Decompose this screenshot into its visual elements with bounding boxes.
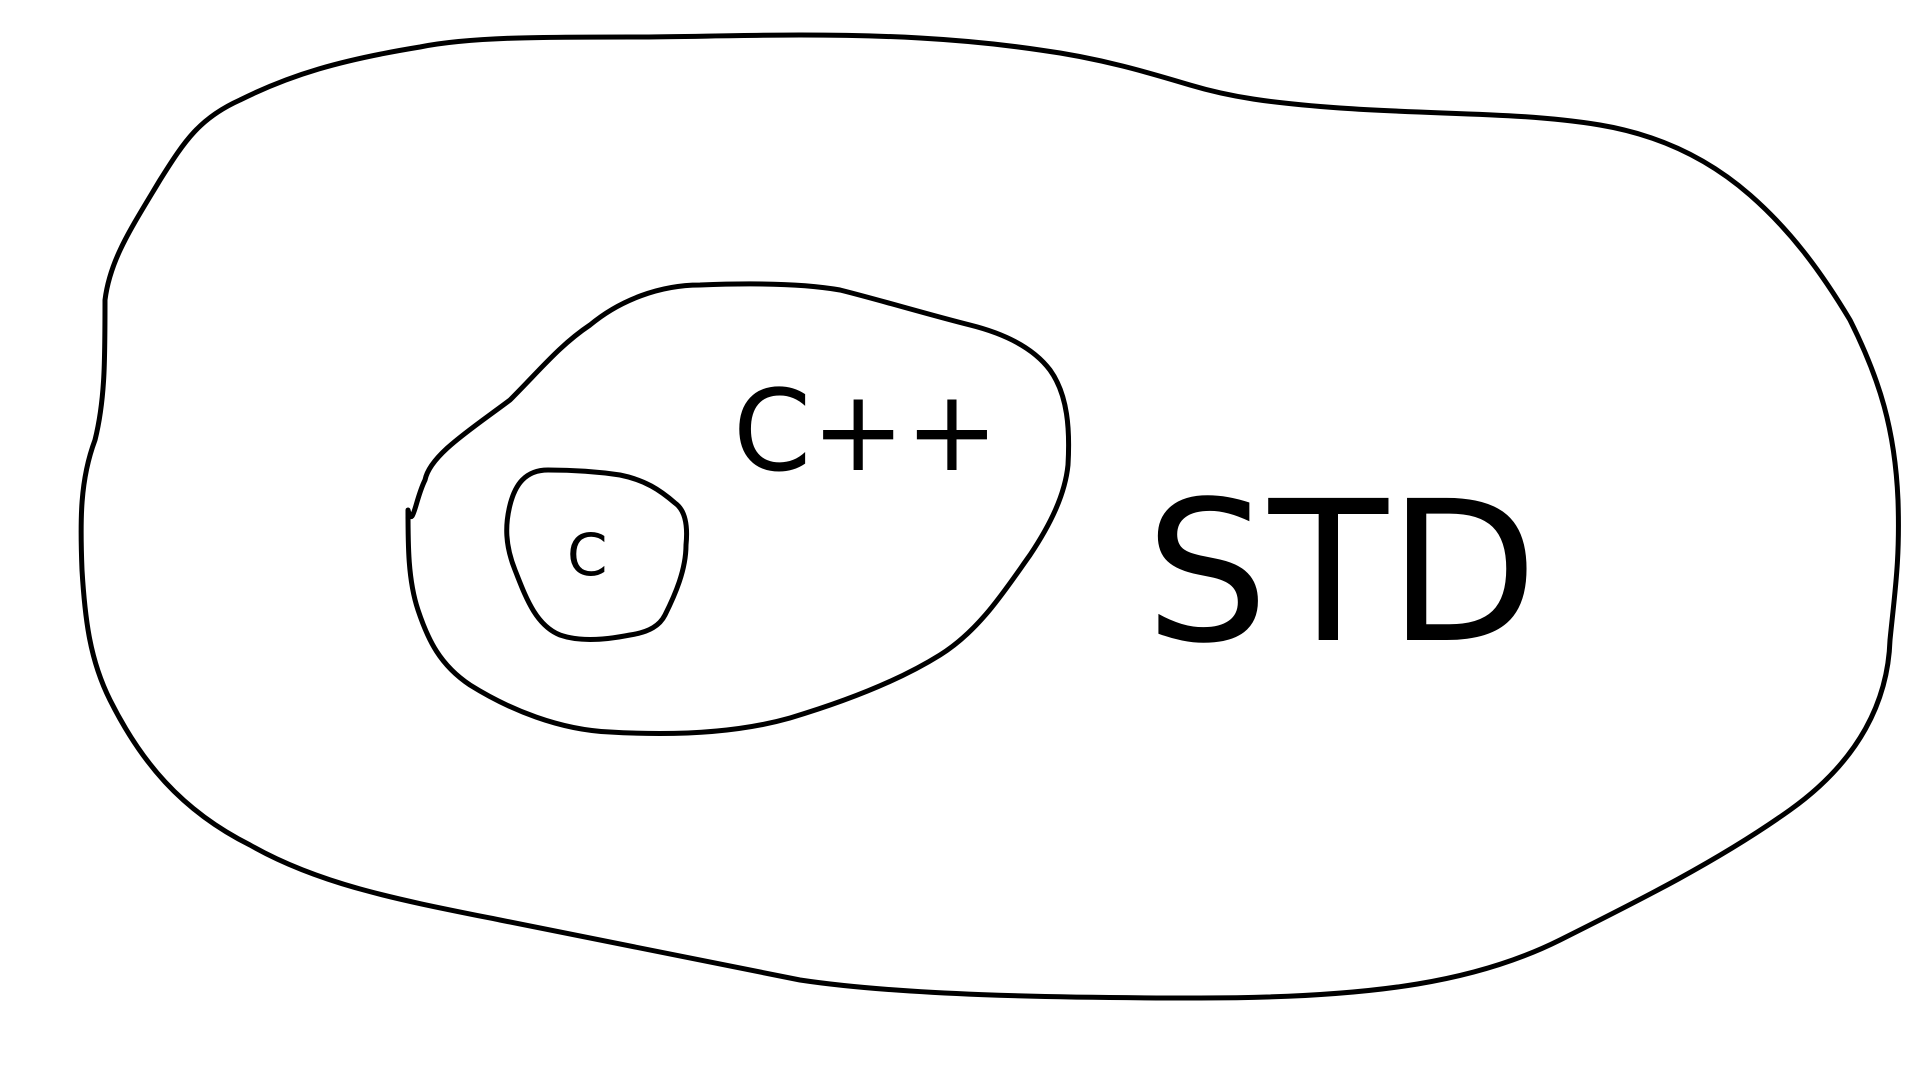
cpp-region-outline (405, 281, 1072, 737)
std-region-outline (78, 32, 1901, 1001)
c-region-outline (504, 467, 690, 643)
std-label: STD (1145, 459, 1538, 686)
c-label: C (567, 521, 608, 589)
cpp-label: C++ (733, 367, 999, 497)
